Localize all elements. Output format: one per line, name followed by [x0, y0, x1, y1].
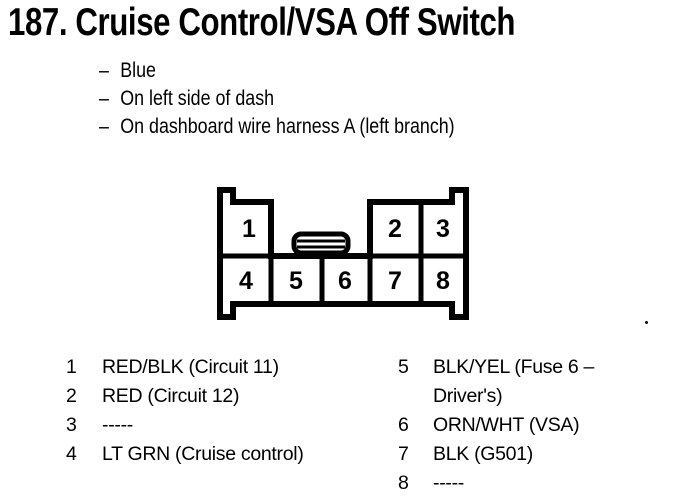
legend-wire-label: LT GRN (Cruise control)	[102, 443, 304, 465]
legend-column-right: 5 BLK/YEL (Fuse 6 – Driver's) 6 ORN/WHT …	[398, 353, 658, 498]
legend-entry: 4 LT GRN (Cruise control)	[66, 440, 366, 469]
legend-pin-number: 1	[66, 356, 77, 378]
note-item: – On left side of dash	[99, 85, 455, 113]
legend-entry: 1 RED/BLK (Circuit 11)	[66, 353, 366, 382]
note-text: On left side of dash	[120, 87, 275, 110]
legend-entry: 8 -----	[398, 469, 658, 498]
legend-wire-label: ORN/WHT (VSA)	[433, 414, 580, 436]
pin-number-1: 1	[242, 215, 256, 243]
pin-number-3: 3	[436, 215, 450, 243]
legend-wire-label: RED (Circuit 12)	[102, 385, 240, 407]
legend-entry: 6 ORN/WHT (VSA)	[398, 411, 658, 440]
connector-diagram: 1 2 3 4 5 6 7 8	[217, 187, 469, 320]
note-bullet: –	[99, 87, 109, 110]
legend-pin-number: 8	[398, 472, 409, 494]
connector-outline	[217, 187, 469, 320]
legend-pin-number: 7	[398, 443, 409, 465]
legend-wire-label: BLK (G501)	[433, 443, 533, 465]
pin-number-8: 8	[436, 267, 450, 295]
legend-wire-label: -----	[102, 414, 133, 436]
legend-entry: 2 RED (Circuit 12)	[66, 382, 366, 411]
page-title: 187. Cruise Control/VSA Off Switch	[8, 1, 516, 44]
legend-pin-number: 5	[398, 356, 409, 378]
legend-wire-label: BLK/YEL (Fuse 6 – Driver's)	[433, 356, 595, 407]
connector-latch	[291, 231, 351, 256]
legend-wire-label: RED/BLK (Circuit 11)	[102, 356, 279, 378]
note-text: Blue	[120, 59, 156, 82]
pin-number-7: 7	[388, 267, 402, 295]
legend-entry: 7 BLK (G501)	[398, 440, 658, 469]
legend-wire-label: -----	[433, 472, 464, 494]
note-bullet: –	[99, 59, 109, 82]
legend-pin-number: 3	[66, 414, 77, 436]
legend-entry: 3 -----	[66, 411, 366, 440]
pin-number-5: 5	[289, 267, 303, 295]
legend-column-left: 1 RED/BLK (Circuit 11) 2 RED (Circuit 12…	[66, 353, 366, 469]
pin-number-2: 2	[388, 215, 402, 243]
scan-speck	[645, 321, 648, 324]
note-text: On dashboard wire harness A (left branch…	[120, 115, 455, 138]
note-item: – Blue	[99, 57, 455, 85]
notes-list: – Blue – On left side of dash – On dashb…	[99, 57, 455, 141]
legend-entry: 5 BLK/YEL (Fuse 6 – Driver's)	[398, 353, 658, 411]
note-bullet: –	[99, 115, 109, 138]
legend-pin-number: 2	[66, 385, 77, 407]
pin-number-6: 6	[338, 267, 352, 295]
pin-number-4: 4	[239, 267, 253, 295]
legend-pin-number: 6	[398, 414, 409, 436]
legend-pin-number: 4	[66, 443, 77, 465]
note-item: – On dashboard wire harness A (left bran…	[99, 113, 455, 141]
